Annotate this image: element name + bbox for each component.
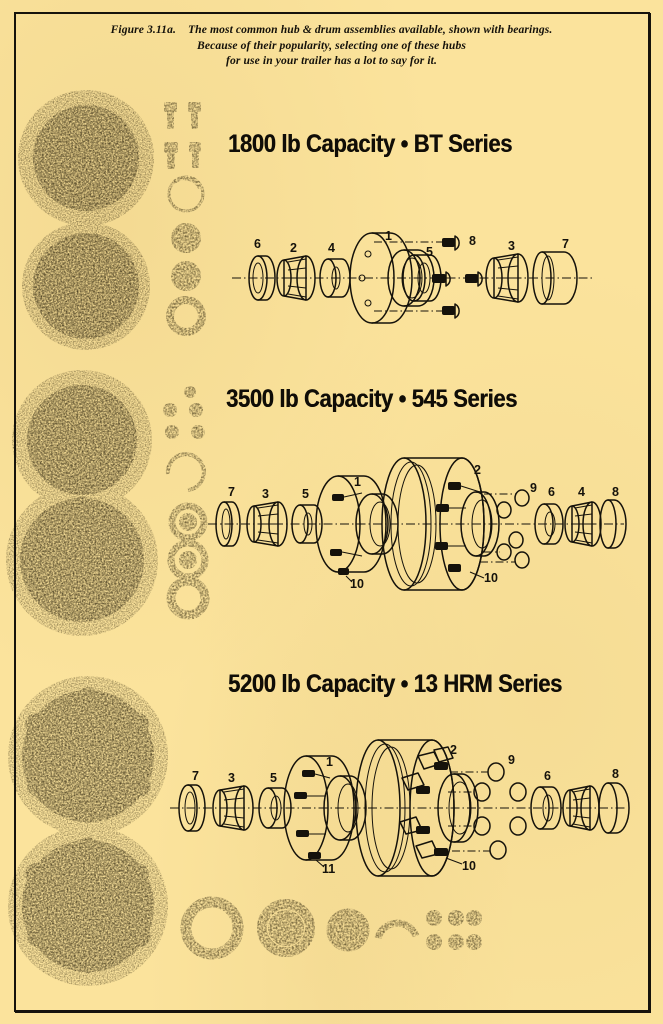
part-2 — [355, 739, 479, 877]
callout-2: 2 — [290, 241, 297, 255]
loose-parts-photograph — [176, 884, 482, 974]
part-9-group — [448, 762, 527, 860]
callout-1: 1 — [354, 475, 361, 489]
figure-caption: Figure 3.11a. The most common hub & drum … — [26, 22, 637, 69]
part-5 — [291, 504, 323, 544]
callout-5: 5 — [270, 771, 277, 785]
13hrm-hub-photograph — [8, 676, 208, 986]
part-7 — [215, 501, 241, 547]
part-5 — [258, 787, 292, 829]
callout-2: 2 — [474, 463, 481, 477]
part-7 — [178, 784, 206, 832]
callout-6: 6 — [254, 237, 261, 251]
figure-label: Figure 3.11a. — [110, 23, 176, 36]
part-1 — [283, 755, 367, 861]
callout-4: 4 — [578, 485, 585, 499]
section-heading-13hrm: 5200 lb Capacity • 13 HRM Series — [228, 670, 562, 698]
page-border — [14, 12, 650, 1012]
bt-parts-column — [158, 96, 214, 336]
callout-7: 7 — [192, 769, 199, 783]
callout-11: 11 — [322, 862, 335, 876]
callout-10b: 10 — [484, 571, 498, 585]
545-parts-column — [158, 382, 214, 620]
section-heading-bt: 1800 lb Capacity • BT Series — [228, 130, 512, 158]
part-8-group — [432, 235, 483, 319]
callout-8: 8 — [612, 485, 619, 499]
part-2 — [276, 255, 316, 301]
callout-3: 3 — [262, 487, 269, 501]
part-7 — [532, 251, 578, 305]
callout-10: 10 — [462, 859, 476, 873]
caption-line-1: The most common hub & drum assemblies av… — [187, 23, 553, 36]
callout-1: 1 — [385, 229, 392, 243]
part-outer-bearing — [562, 785, 600, 831]
part-6 — [530, 786, 562, 830]
13hrm-exploded-diagram: 7 3 5 — [166, 730, 630, 877]
part-2 — [381, 457, 500, 591]
part-8 — [599, 499, 627, 549]
callout-3: 3 — [228, 771, 235, 785]
callout-8: 8 — [469, 234, 476, 248]
callout-10a: 10 — [350, 577, 364, 591]
callout-9: 9 — [508, 753, 515, 767]
part-3 — [246, 501, 288, 547]
545-exploded-diagram: 7 3 5 — [204, 452, 627, 592]
callout-2: 2 — [450, 743, 457, 757]
callout-5: 5 — [302, 487, 309, 501]
callout-8: 8 — [612, 767, 619, 781]
callout-6: 6 — [548, 485, 555, 499]
part-8 — [598, 782, 630, 834]
part-9-group — [480, 489, 530, 569]
part-6 — [248, 255, 276, 301]
callout-9: 9 — [530, 481, 537, 495]
caption-line-2: Because of their popularity, selecting o… — [197, 38, 466, 52]
bt-hub-photograph — [18, 90, 218, 350]
callout-3: 3 — [508, 239, 515, 253]
545-hub-photograph — [6, 370, 214, 636]
callout-5: 5 — [426, 245, 433, 259]
callout-6: 6 — [544, 769, 551, 783]
callout-7: 7 — [228, 485, 235, 499]
bt-exploded-diagram: 6 2 4 — [232, 218, 592, 338]
callout-7: 7 — [562, 237, 569, 251]
part-6 — [534, 503, 564, 545]
part-3 — [212, 785, 254, 831]
part-3 — [485, 253, 529, 303]
section-heading-545: 3500 lb Capacity • 545 Series — [226, 385, 518, 413]
part-4 — [564, 501, 602, 547]
callout-4: 4 — [328, 241, 335, 255]
caption-line-3: for use in your trailer has a lot to say… — [226, 54, 437, 68]
callout-1: 1 — [326, 755, 333, 769]
